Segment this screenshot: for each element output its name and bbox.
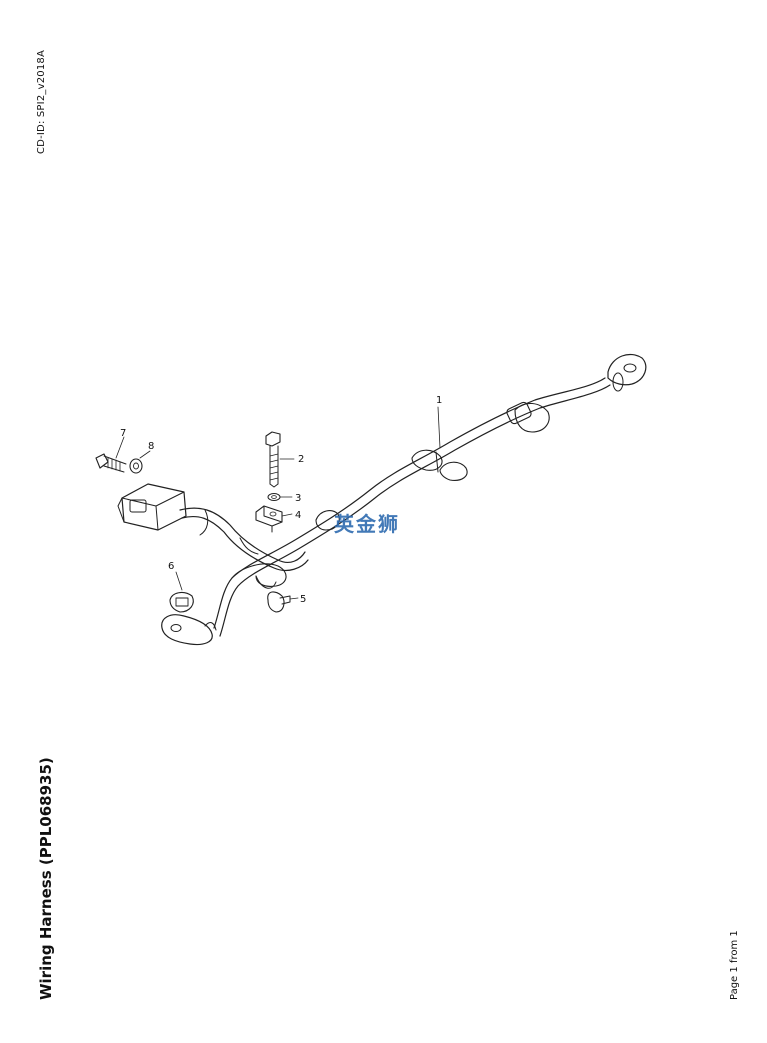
callout-5: 5	[300, 594, 306, 605]
harness-loop-lower	[231, 563, 287, 589]
callout-1-leader	[437, 406, 441, 449]
lower-left-ring-terminal	[161, 614, 217, 646]
harness-eye-mid	[411, 449, 468, 481]
harness-branch-left	[179, 507, 309, 572]
harness-eye-center	[315, 510, 340, 531]
callout-3: 3	[295, 493, 301, 504]
callout-1: 1	[436, 395, 442, 406]
part-7-bolt	[95, 436, 127, 473]
callout-7: 7	[120, 428, 126, 439]
callout-labels: 1 2 3 4 5 6 7 8	[120, 395, 442, 605]
harness-clip-upper	[506, 401, 550, 433]
callout-4: 4	[295, 510, 301, 521]
harness-main-cable	[213, 377, 611, 637]
left-connector-block	[117, 483, 187, 531]
part-4-bracket	[255, 505, 293, 533]
part-5-clip	[267, 591, 299, 613]
watermark: 英金狮	[334, 512, 400, 536]
right-ring-terminal	[607, 353, 647, 392]
callout-6: 6	[168, 561, 174, 572]
callout-2: 2	[298, 454, 304, 465]
callout-8: 8	[148, 441, 154, 452]
part-2-bolt	[265, 431, 295, 488]
part-3-washer	[267, 493, 293, 501]
part-8-washer	[129, 450, 151, 474]
part-6-nut	[169, 571, 194, 613]
